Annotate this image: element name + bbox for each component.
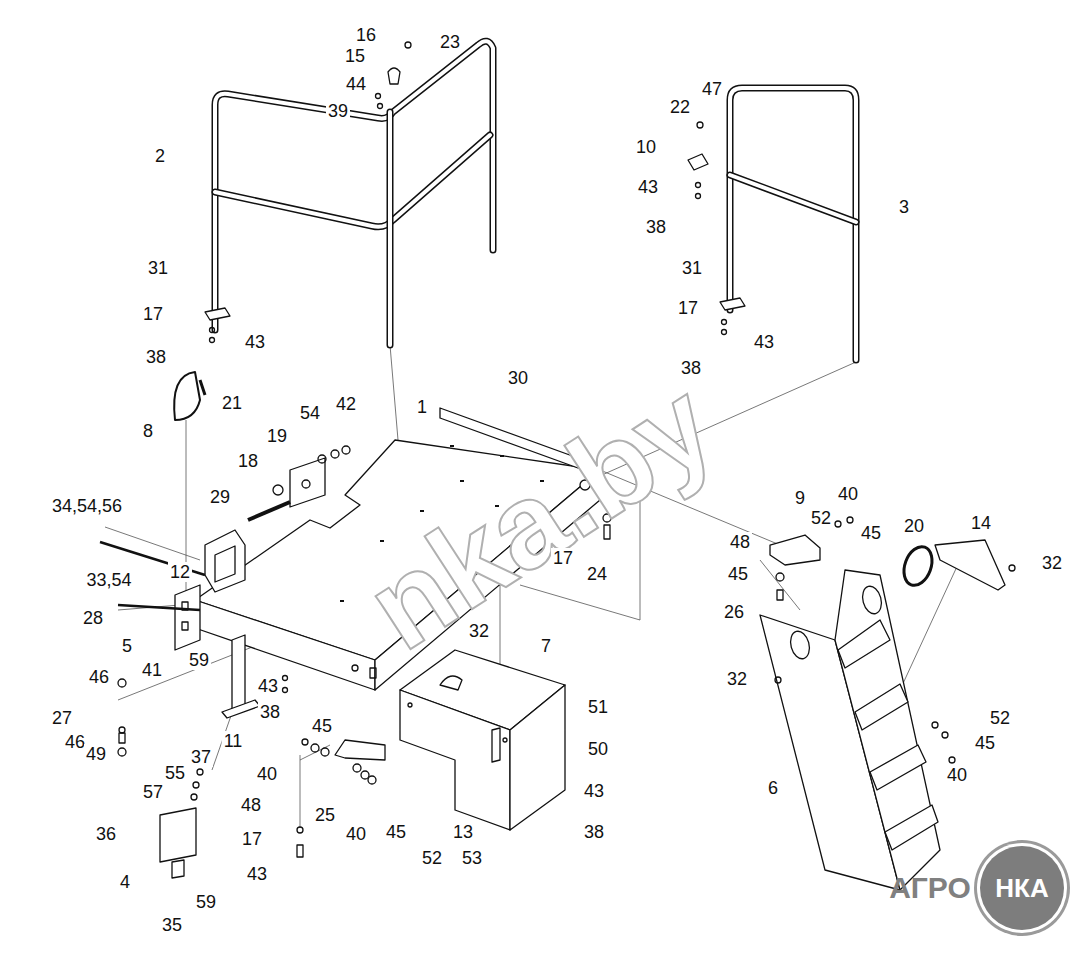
callout-number: 55 — [163, 763, 187, 783]
callout-number: 43 — [256, 676, 280, 696]
callout-number: 45 — [726, 564, 750, 584]
callout-number: 30 — [506, 368, 530, 388]
callout-number: 43 — [582, 781, 606, 801]
callout-number: 52 — [988, 708, 1012, 728]
callout-number: 37 — [189, 747, 213, 767]
callout-number: 21 — [220, 393, 244, 413]
callout-number: 49 — [84, 744, 108, 764]
callout-number: 29 — [208, 487, 232, 507]
callout-number: 52 — [420, 848, 444, 868]
callout-number: 6 — [766, 778, 780, 798]
callout-number: 44 — [344, 74, 368, 94]
logo-circle: НКА — [980, 846, 1064, 930]
callout-number: 26 — [722, 602, 746, 622]
callout-number: 40 — [836, 484, 860, 504]
callout-number: 14 — [969, 513, 993, 533]
callout-number: 32 — [725, 669, 749, 689]
callout-number: 17 — [551, 548, 575, 568]
callout-number: 38 — [679, 358, 703, 378]
callout-number: 43 — [245, 864, 269, 884]
callout-number: 13 — [451, 822, 475, 842]
callout-number: 8 — [141, 421, 155, 441]
callout-number: 10 — [634, 137, 658, 157]
callout-number: 41 — [140, 660, 164, 680]
callout-number: 48 — [239, 795, 263, 815]
callout-number: 17 — [141, 304, 165, 324]
callout-number: 7 — [539, 636, 553, 656]
callout-number: 16 — [354, 25, 378, 45]
callout-number: 54 — [298, 403, 322, 423]
callout-number: 19 — [265, 426, 289, 446]
callout-number: 51 — [586, 697, 610, 717]
callout-number: 9 — [793, 488, 807, 508]
callout-number: 47 — [700, 79, 724, 99]
callout-number: 45 — [859, 523, 883, 543]
callout-number: 36 — [94, 824, 118, 844]
callout-number: 18 — [236, 451, 260, 471]
callout-number: 23 — [438, 32, 462, 52]
callout-number: 43 — [752, 332, 776, 352]
callout-number: 31 — [680, 258, 704, 278]
callout-number: 48 — [728, 532, 752, 552]
callout-number: 12 — [168, 562, 192, 582]
callout-number: 3 — [897, 197, 911, 217]
callout-number: 46 — [87, 667, 111, 687]
callout-number: 38 — [144, 347, 168, 367]
callout-number: 5 — [120, 636, 134, 656]
callout-number: 40 — [344, 824, 368, 844]
callout-number: 40 — [945, 765, 969, 785]
callout-number: 32 — [467, 621, 491, 641]
callout-number: 33,54 — [84, 570, 133, 590]
callout-number: 45 — [384, 822, 408, 842]
callout-number: 43 — [243, 332, 267, 352]
callout-number: 22 — [668, 97, 692, 117]
callout-number: 11 — [222, 731, 245, 751]
callout-number: 4 — [118, 872, 132, 892]
callout-number: 31 — [146, 258, 170, 278]
callout-number: 45 — [310, 716, 334, 736]
callout-number: 45 — [973, 733, 997, 753]
callout-number: 53 — [460, 848, 484, 868]
callout-number: 1 — [415, 397, 429, 417]
callout-number: 24 — [585, 564, 609, 584]
callout-number: 50 — [586, 739, 610, 759]
callout-number: 2 — [153, 146, 167, 166]
callout-number: 17 — [676, 298, 700, 318]
callout-number: 43 — [636, 177, 660, 197]
callout-number: 39 — [326, 101, 350, 121]
callout-number: 27 — [50, 708, 74, 728]
callout-number: 38 — [582, 822, 606, 842]
callout-number: 59 — [194, 892, 218, 912]
logo-word: АГРО — [889, 871, 971, 905]
callout-number: 38 — [644, 217, 668, 237]
callout-number: 17 — [240, 829, 264, 849]
callout-number: 57 — [141, 782, 165, 802]
callout-number: 38 — [258, 702, 282, 722]
callout-number: 15 — [343, 46, 367, 66]
callout-number: 42 — [334, 394, 358, 414]
callout-number: 52 — [809, 508, 833, 528]
callout-number: 34,54,56 — [50, 496, 124, 516]
callout-number: 59 — [187, 650, 211, 670]
callout-number: 32 — [1040, 553, 1064, 573]
callout-number: 35 — [160, 915, 184, 935]
logo-text: НКА — [995, 873, 1048, 904]
callout-number: 25 — [313, 805, 337, 825]
callout-number: 40 — [255, 764, 279, 784]
callout-number: 20 — [902, 516, 926, 536]
callout-number: 28 — [81, 608, 105, 628]
